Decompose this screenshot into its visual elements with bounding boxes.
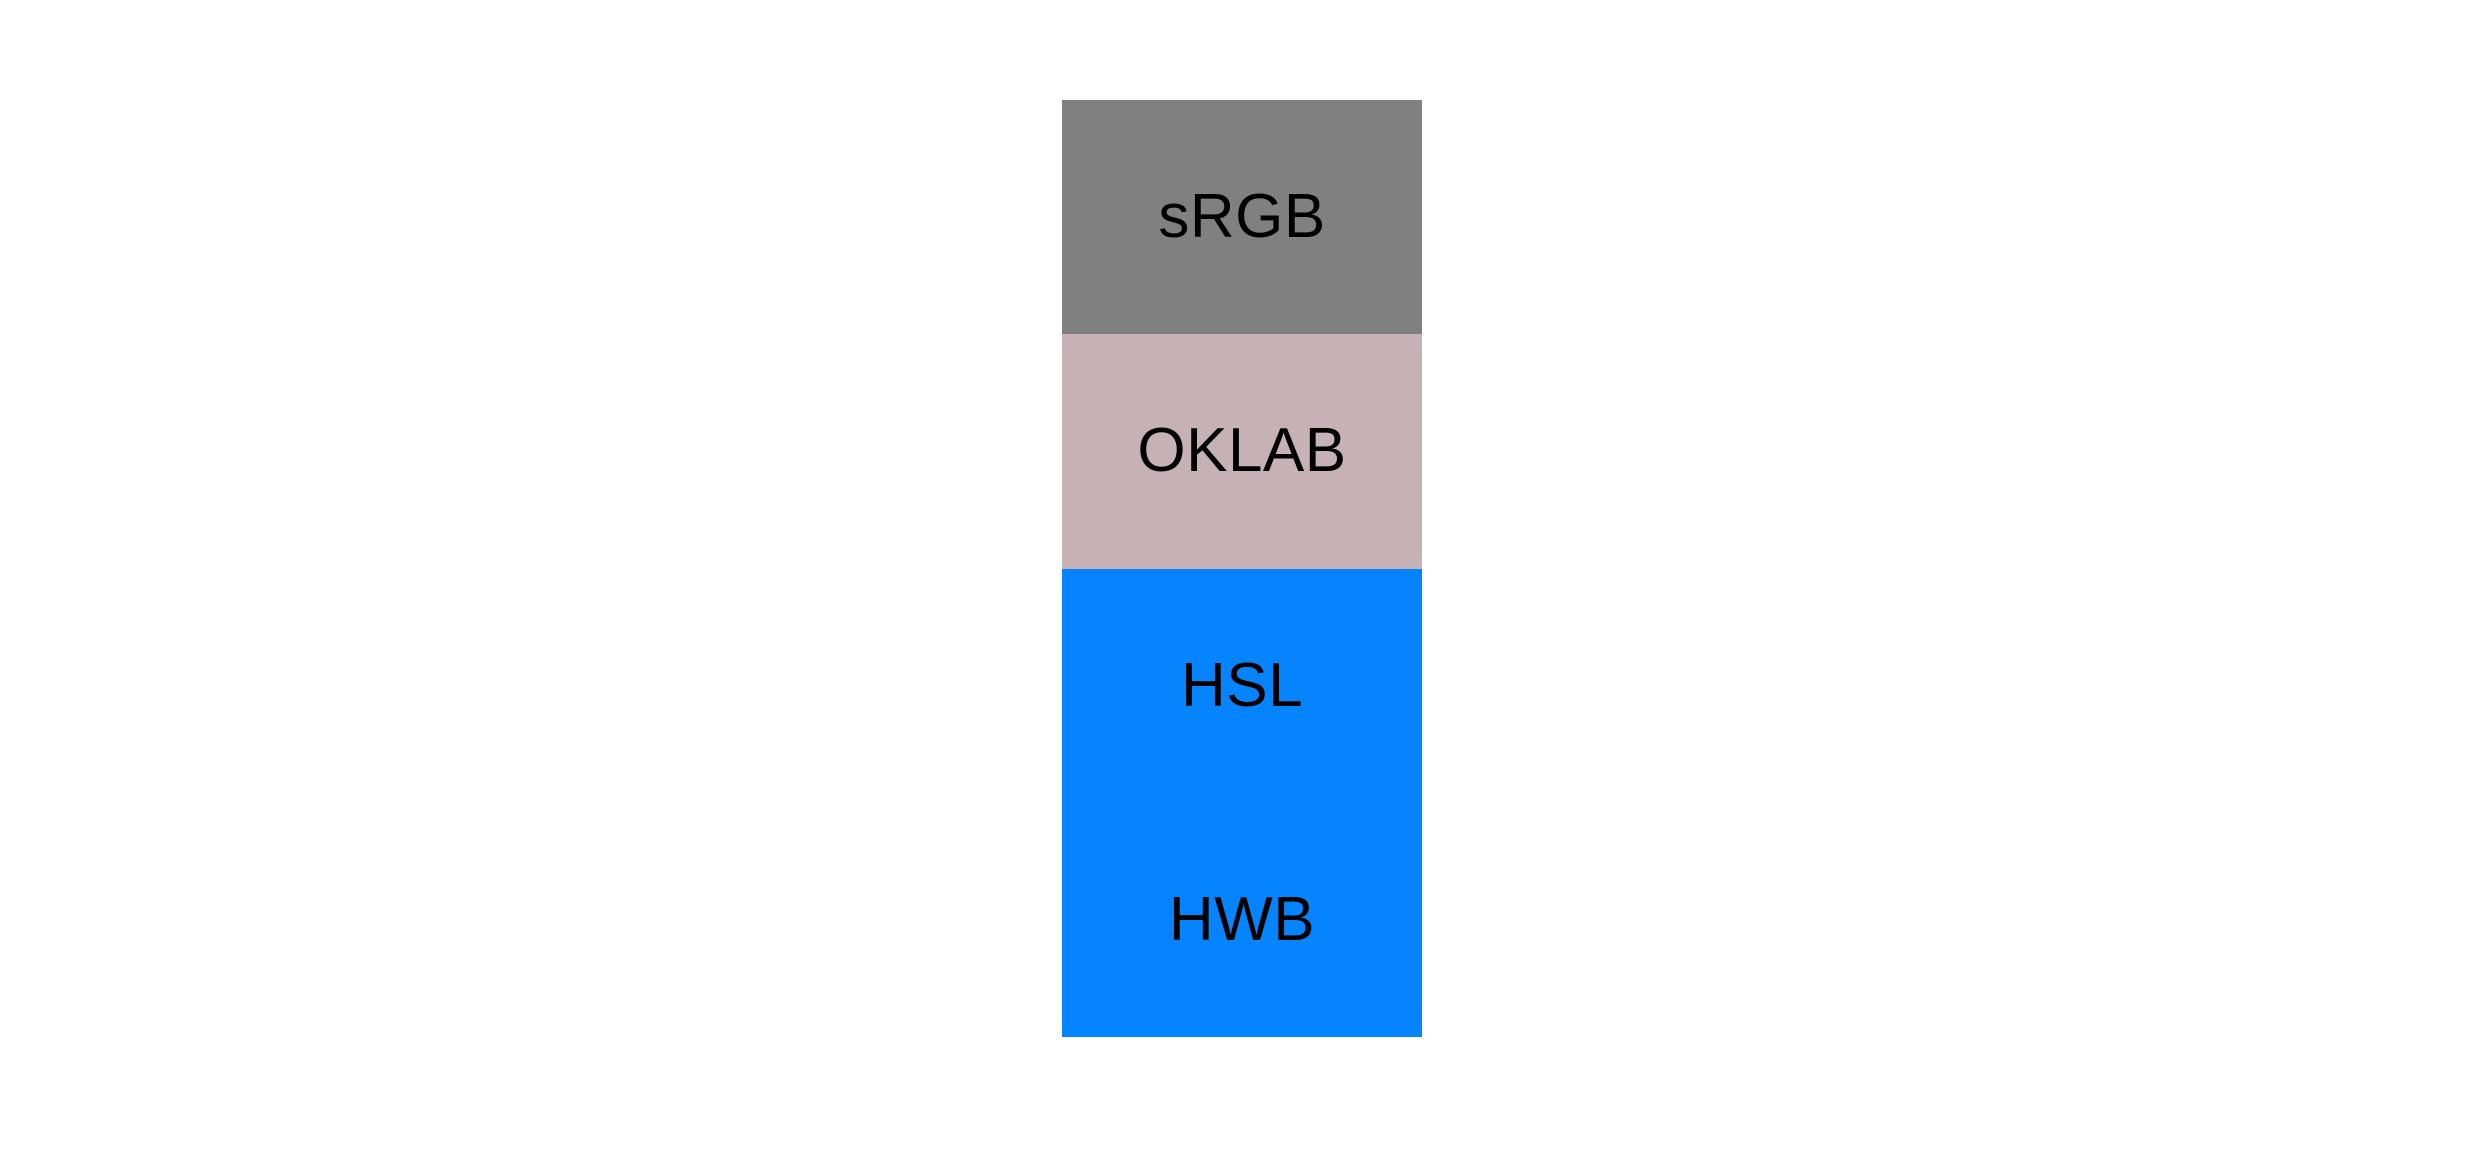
- swatch-label-srgb: sRGB: [1158, 182, 1326, 252]
- swatch-band-oklab[interactable]: OKLAB: [1062, 334, 1422, 569]
- swatch-label-oklab: OKLAB: [1137, 416, 1347, 486]
- color-space-swatch-stack: sRGB OKLAB HSL HWB: [1062, 100, 1422, 1037]
- swatch-band-hsl[interactable]: HSL: [1062, 568, 1422, 803]
- swatch-label-hwb: HWB: [1168, 884, 1316, 954]
- swatch-label-hsl: HSL: [1180, 650, 1304, 720]
- swatch-band-hwb[interactable]: HWB: [1062, 802, 1422, 1037]
- swatch-band-srgb[interactable]: sRGB: [1062, 100, 1422, 335]
